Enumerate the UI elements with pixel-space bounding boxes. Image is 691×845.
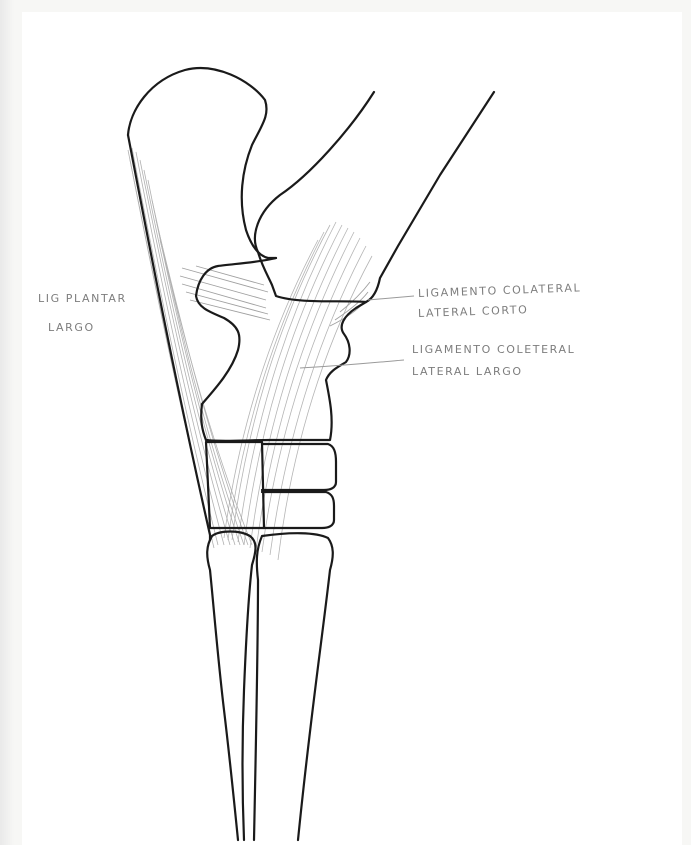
paper-sheet [22, 12, 682, 845]
plantar-ligament-label-line2: LARGO [48, 322, 95, 333]
plantar-ligament-label-line1: LIG PLANTAR [38, 293, 127, 304]
long-collateral-label-line1: LIGAMENTO COLETERAL [412, 344, 575, 355]
long-collateral-label-line2: LATERAL LARGO [412, 366, 523, 377]
